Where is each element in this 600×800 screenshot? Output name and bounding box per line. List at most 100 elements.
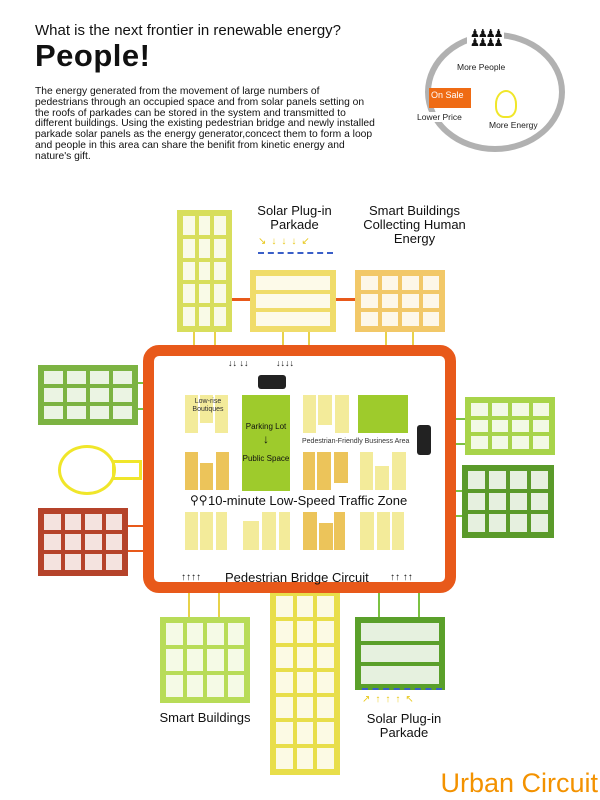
connector	[385, 330, 387, 348]
window	[183, 261, 195, 281]
block	[262, 512, 276, 550]
window	[113, 388, 132, 402]
window	[166, 623, 183, 645]
parkade-bottom	[355, 617, 445, 690]
smart-buildings-top-label: Smart Buildings Collecting Human Energy	[363, 203, 466, 246]
block	[279, 512, 290, 550]
window	[67, 405, 86, 419]
window	[317, 747, 334, 769]
window	[361, 644, 439, 663]
smart-building-top	[355, 270, 445, 332]
connector	[218, 590, 220, 618]
block	[200, 463, 213, 490]
window	[531, 471, 548, 489]
solar-panels-icon	[258, 252, 333, 254]
window	[512, 403, 529, 416]
block	[303, 395, 316, 433]
window	[198, 261, 211, 281]
window	[491, 419, 508, 433]
connector	[418, 590, 420, 618]
window	[468, 514, 485, 532]
connector	[308, 330, 310, 348]
window	[317, 671, 334, 694]
connector	[452, 418, 466, 420]
window	[361, 312, 378, 326]
connector	[232, 298, 252, 301]
bus-icon	[417, 425, 431, 455]
window	[402, 276, 419, 290]
connector	[378, 590, 380, 618]
window	[276, 722, 293, 744]
window	[183, 238, 195, 258]
solar-parkade-top-label: Solar Plug-in Parkade	[257, 203, 332, 232]
window	[186, 623, 203, 645]
window	[532, 436, 549, 449]
window	[166, 675, 183, 697]
window	[186, 675, 203, 697]
window	[44, 405, 63, 419]
window	[85, 534, 102, 550]
bridge-circuit-label: Pedestrian Bridge Circuit	[225, 570, 369, 585]
window	[532, 403, 549, 416]
description-paragraph: The energy generated from the movement o…	[35, 86, 375, 162]
window	[531, 492, 548, 511]
block	[335, 395, 349, 433]
block	[319, 523, 333, 550]
window	[512, 419, 529, 433]
window	[317, 722, 334, 744]
bus-icon	[258, 375, 286, 389]
connector	[128, 525, 148, 527]
window	[105, 554, 122, 570]
connector	[335, 298, 355, 301]
block	[185, 395, 198, 433]
building-right-dark	[462, 465, 554, 538]
window	[44, 534, 61, 550]
window	[90, 388, 109, 402]
window	[276, 596, 293, 618]
window	[276, 671, 293, 694]
window	[491, 403, 508, 416]
window	[214, 238, 226, 258]
page-title: People!	[35, 38, 151, 73]
window	[422, 294, 439, 308]
window	[471, 419, 488, 433]
window	[276, 621, 293, 643]
window	[44, 371, 63, 385]
window	[207, 675, 224, 697]
window	[491, 436, 508, 449]
block	[200, 512, 213, 550]
bicycle-icon: ⚲⚲	[190, 493, 208, 507]
window	[489, 471, 506, 489]
block	[334, 452, 348, 483]
window	[402, 312, 419, 326]
sun-rays-icon: ↘↓↓↓↙	[258, 236, 315, 247]
connector	[452, 490, 464, 492]
window	[510, 514, 527, 532]
window	[227, 675, 244, 697]
connector	[452, 443, 466, 445]
smart-buildings-bottom-label: Smart Buildings	[159, 710, 251, 725]
window	[214, 284, 226, 304]
connector	[128, 550, 148, 552]
window	[489, 514, 506, 532]
block	[318, 395, 332, 425]
window	[317, 646, 334, 668]
down-arrow-icon: ↓	[263, 432, 269, 446]
window	[186, 649, 203, 671]
business-area-label: Pedestrian-Friendly Business Area	[302, 438, 410, 445]
window	[166, 649, 183, 671]
window	[510, 492, 527, 511]
window	[64, 514, 81, 530]
block	[303, 452, 315, 490]
traffic-zone-label: 10-minute Low-Speed Traffic Zone	[208, 493, 408, 508]
window	[361, 666, 439, 684]
window	[468, 492, 485, 511]
window	[64, 554, 81, 570]
window	[198, 238, 211, 258]
pedestrian-bridge-circuit	[143, 345, 456, 593]
parking-lot-block	[242, 395, 290, 491]
question-heading: What is the next frontier in renewable e…	[35, 22, 341, 39]
connector	[412, 330, 414, 348]
block	[375, 466, 389, 490]
window	[296, 671, 314, 694]
